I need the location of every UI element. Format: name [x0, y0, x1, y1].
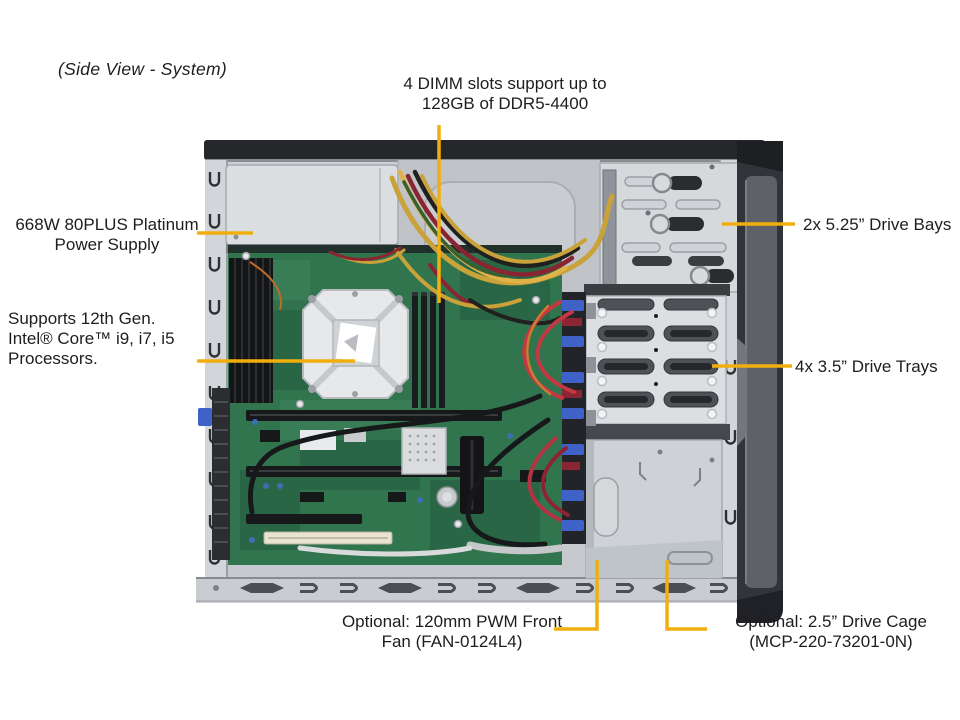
annotation-line: Power Supply: [54, 235, 160, 254]
annotation-line: 4 DIMM slots support up to: [403, 74, 607, 93]
callout-lines: [197, 125, 795, 631]
callout-cage-line: [665, 560, 707, 631]
annotation-line: Supports 12th Gen.: [8, 309, 156, 328]
drive-bay-525-cage: [599, 162, 739, 293]
tray-slot-cutouts: [597, 298, 719, 408]
callout-fan-line: [554, 560, 599, 631]
power-supply: [225, 164, 399, 253]
chassis-top-edge: [204, 140, 765, 160]
annotation-trays: 4x 3.5” Drive Trays: [795, 357, 938, 376]
annotation-line: 128GB of DDR5-4400: [421, 94, 589, 113]
annotation-line: Intel® Core™ i9, i7, i5: [8, 329, 175, 348]
annotation-line: 668W 80PLUS Platinum: [15, 215, 199, 234]
annotation-line: (MCP-220-73201-0N): [749, 632, 913, 651]
heatsink-arrow-sticker: [335, 322, 377, 364]
bottom-rail: [196, 577, 742, 603]
annotation-line: Processors.: [8, 349, 98, 368]
annotation-line: Optional: 2.5” Drive Cage: [735, 612, 927, 631]
front-bezel: [737, 141, 783, 623]
annotation-fan: Optional: 120mm PWM Front Fan (FAN-0124L…: [322, 612, 582, 652]
expansion-slot-covers: [198, 388, 230, 560]
empty-drive-bay: [585, 439, 723, 579]
view-label: (Side View - System): [58, 59, 228, 79]
drive-tray-cage: [584, 284, 730, 440]
cpu-heatsink: [302, 289, 409, 399]
chassis-fan: [229, 258, 282, 403]
cable-bundle: [328, 169, 615, 326]
sata-cables: [248, 300, 576, 557]
annotation-cage: Optional: 2.5” Drive Cage (MCP-220-73201…: [706, 612, 956, 652]
board-components: [241, 251, 546, 543]
annotation-psu: 668W 80PLUS Platinum Power Supply: [7, 215, 207, 255]
annotation-bays: 2x 5.25” Drive Bays: [803, 215, 952, 234]
bay-latch-knobs: [649, 172, 734, 287]
annotation-dimm: 4 DIMM slots support up to 128GB of DDR5…: [355, 74, 655, 114]
annotation-cpu: Supports 12th Gen. Intel® Core™ i9, i7, …: [8, 309, 208, 369]
motherboard: [198, 245, 562, 565]
annotation-line: Fan (FAN-0124L4): [381, 632, 523, 651]
annotation-line: Optional: 120mm PWM Front: [341, 612, 563, 631]
